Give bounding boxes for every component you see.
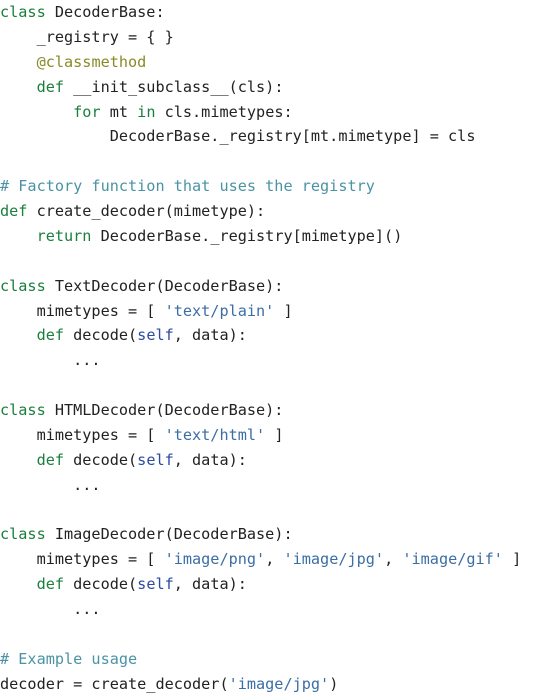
code-line: class TextDecoder(DecoderBase): [0,274,538,299]
code-token [0,451,37,469]
code-token: ] [265,425,284,444]
code-token: mimetypes = [ [0,301,165,320]
code-token: decode( [64,575,138,594]
code-token: , data): [173,326,247,345]
code-token: , [265,550,284,569]
code-token: decoder = create_decoder( [0,674,229,693]
code-line: ... [0,597,538,622]
code-token [0,575,37,593]
code-token: create_decoder(mimetype): [27,202,266,220]
code-line: # Factory function that uses the registr… [0,174,538,199]
code-token: 'text/html' [164,425,266,444]
code-token: __init_subclass__(cls): [64,77,284,96]
code-token: mt [100,102,138,121]
code-line: mimetypes = [ 'text/html' ] [0,423,538,448]
code-token: , data): [173,575,247,594]
code-token: ImageDecoder(DecoderBase): [45,525,293,544]
code-token: return [36,226,92,245]
code-line: return DecoderBase._registry[mimetype]() [0,224,538,249]
code-token: 'image/png' [164,550,266,569]
code-token: 'image/jpg' [283,550,385,569]
code-token: DecoderBase._registry[mimetype]() [91,226,403,245]
code-token: ... [0,351,101,370]
code-token [0,53,37,71]
code-token: def [36,77,65,96]
code-line [0,622,538,647]
code-line: _registry = { } [0,25,538,50]
code-token: def [36,450,65,469]
code-token: 'image/gif' [402,550,503,569]
code-token: ] [502,550,522,569]
code-token: def [36,575,65,594]
code-line: def create_decoder(mimetype): [0,199,538,224]
code-line: ... [0,348,538,373]
code-token: class [0,525,46,544]
code-line: ... [0,473,538,498]
code-token: # Factory function that uses the registr… [0,177,375,196]
code-line: decoder = create_decoder('image/jpg') [0,672,538,697]
code-token: class [0,3,46,21]
code-line: class DecoderBase: [0,0,538,25]
code-line [0,249,538,274]
code-token: ] [274,301,293,320]
code-token: self [137,326,174,345]
code-line: def decode(self, data): [0,448,538,473]
code-token: cls.mimetypes: [155,102,293,121]
code-line: # Example usage [0,647,538,672]
code-line: mimetypes = [ 'text/plain' ] [0,299,538,324]
code-line: class ImageDecoder(DecoderBase): [0,522,538,547]
code-token: _registry = { } [0,27,174,46]
code-line: class HTMLDecoder(DecoderBase): [0,398,538,423]
code-token: HTMLDecoder(DecoderBase): [45,401,284,419]
code-token: 'text/plain' [164,301,275,320]
code-token: # Example usage [0,649,138,668]
code-token: def [0,202,28,220]
code-token: ... [0,475,101,494]
code-token: in [137,102,156,121]
code-line: def __init_subclass__(cls): [0,75,538,100]
code-line: for mt in cls.mimetypes: [0,100,538,125]
code-token: 'image/jpg' [228,674,330,693]
code-token: DecoderBase._registry[mt.mimetype] = cls [0,127,476,146]
code-token: class [0,401,46,419]
code-line: @classmethod [0,50,538,75]
code-token: , [384,550,403,569]
code-token: ... [0,600,101,618]
code-token: mimetypes = [ [0,425,165,444]
code-token: class [0,276,46,295]
code-token: , data): [173,450,247,469]
code-line: def decode(self, data): [0,572,538,597]
code-line [0,498,538,523]
code-line [0,373,538,398]
code-line: mimetypes = [ 'image/png', 'image/jpg', … [0,547,538,572]
code-token [0,78,37,96]
code-token: for [73,102,101,121]
code-token [0,227,37,245]
code-line [0,149,538,174]
code-line: def decode(self, data): [0,323,538,348]
code-token: @classmethod [36,52,147,71]
code-token: mimetypes = [ [0,550,165,569]
code-token [0,103,73,121]
code-token: def [36,326,65,345]
code-token: decode( [64,450,138,469]
code-token: TextDecoder(DecoderBase): [45,276,284,295]
code-token: self [137,450,174,469]
code-line: DecoderBase._registry[mt.mimetype] = cls [0,124,538,149]
code-token [0,326,37,344]
code-token: DecoderBase: [45,3,165,21]
code-token: ) [329,674,339,693]
code-token: self [137,575,174,594]
code-token: decode( [64,326,138,345]
